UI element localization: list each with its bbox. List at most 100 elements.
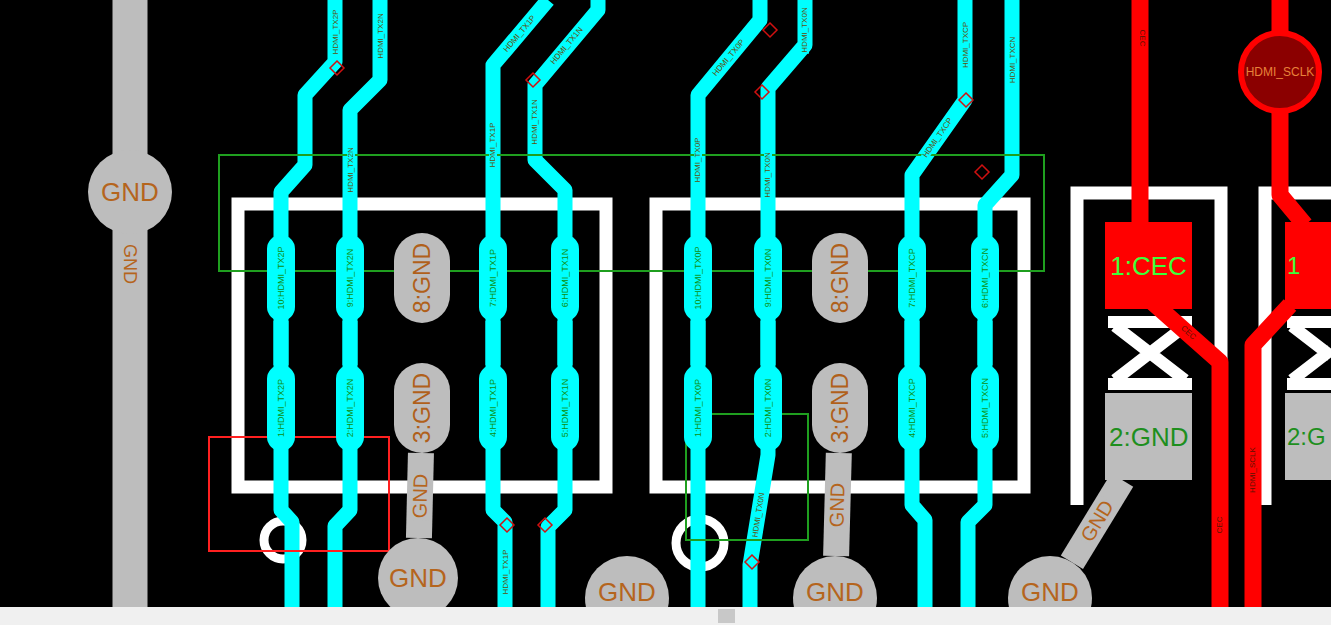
signal-pad: 10:HDMI_TX0P [684, 235, 712, 321]
pad-label: 6:HDMI_TXCN [981, 248, 990, 308]
copper-trace [761, 321, 776, 365]
signal-pad: 4:HDMI_TX1P [479, 365, 507, 451]
copper-trace [1072, 480, 1122, 562]
pad-label: 1:CEC [1110, 253, 1187, 279]
via-pad: GND [585, 556, 669, 607]
square-pad: 1 [1285, 222, 1331, 309]
scrollbar-thumb [718, 609, 735, 623]
via-marker [526, 73, 540, 87]
signal-pad: 2:HDMI_TX0N [754, 365, 782, 451]
signal-pad: 10:HDMI_TX2P [267, 235, 295, 321]
pad-label: GND [389, 565, 447, 591]
node-layer: GND HDMI_SCLK 10:HDMI_TX2P 9:HDMI_TX2N 8:GND… [0, 0, 1331, 607]
trace-net-label: HDMI_TXCP [962, 21, 970, 69]
square-pad: 2:G [1285, 393, 1331, 480]
pad-label: 8:GND [829, 243, 852, 313]
ground-pad: 3:GND [394, 363, 450, 453]
square-pad: 1:CEC [1105, 222, 1192, 309]
pad-label: 7:HDMI_TXCP [908, 248, 917, 308]
via-pad: GND [1008, 556, 1092, 607]
pad-label: 4:HDMI_TXCP [908, 378, 917, 438]
pad-label: 2:GND [1109, 424, 1188, 450]
trace-net-label: HDMI_SCLK [1249, 446, 1257, 494]
signal-pad: 4:HDMI_TXCP [898, 365, 926, 451]
pad-label: 6:HDMI_TX1N [561, 249, 570, 308]
copper-trace [274, 321, 289, 365]
via-marker [975, 165, 989, 179]
signal-pad: 9:HDMI_TX2N [336, 235, 364, 321]
pad-label: GND [1021, 579, 1079, 605]
trace-net-label: HDMI_TX0N [751, 491, 766, 539]
pad-label: GND [101, 179, 159, 205]
trace-net-label: HDMI_TX1P [502, 13, 538, 54]
via-marker [959, 93, 973, 107]
pad-label: 10:HDMI_TX2P [277, 246, 286, 309]
pad-label: 9:HDMI_TX0N [764, 249, 773, 308]
pad-label: 5:HDMI_TXCN [981, 378, 990, 438]
signal-pad: 7:HDMI_TX1P [479, 235, 507, 321]
via-pad: GND [88, 150, 172, 234]
pad-label: 9:HDMI_TX2N [346, 249, 355, 308]
trace-net-label: HDMI_TX0N [764, 151, 772, 198]
pad-label: 8:GND [411, 243, 434, 313]
pad-label: 2:G [1287, 425, 1326, 449]
pad-label: 2:HDMI_TX2N [346, 379, 355, 438]
signal-pad: 5:HDMI_TXCN [971, 365, 999, 451]
signal-pad: 9:HDMI_TX0N [754, 235, 782, 321]
signal-trace [535, 0, 598, 607]
signal-pad: 7:HDMI_TXCP [898, 235, 926, 321]
pad-label: 1:HDMI_TX2P [277, 379, 286, 437]
square-pad: 2:GND [1105, 393, 1192, 480]
signal-pad: 6:HDMI_TX1N [551, 235, 579, 321]
pad-label: 10:HDMI_TX0P [694, 246, 703, 309]
via-marker [500, 518, 514, 532]
ground-pad: 3:GND [812, 363, 868, 453]
trace-net-label: HDMI_TX1N [549, 25, 586, 66]
signal-pad: 2:HDMI_TX2N [336, 365, 364, 451]
pad-label: 2:HDMI_TX0N [764, 379, 773, 438]
pad-label: 5:HDMI_TX1N [561, 379, 570, 438]
via-marker [538, 518, 552, 532]
pad-label: GND [806, 579, 864, 605]
connector-outline [656, 204, 1024, 487]
pad-label: 1:HDMI_TX0P [694, 379, 703, 437]
pad-label: HDMI_SCLK [1246, 66, 1315, 78]
signal-pad: 6:HDMI_TXCN [971, 235, 999, 321]
trace-net-label: GND [1076, 495, 1118, 547]
trace-net-label: GND [827, 480, 848, 529]
connector-outline [1265, 193, 1331, 505]
signal-pad: 1:HDMI_TX2P [267, 365, 295, 451]
pad-label: GND [598, 579, 656, 605]
via-marker [745, 555, 759, 569]
ground-pad: 8:GND [394, 233, 450, 323]
signal-pad: 5:HDMI_TX1N [551, 365, 579, 451]
trace-net-label: HDMI_TXCN [1009, 36, 1017, 85]
via-pad: GND [378, 538, 458, 607]
pad-label: 3:GND [829, 373, 852, 443]
trace-net-label: HDMI_TXCP [921, 116, 955, 160]
via-marker [755, 85, 769, 99]
copper-trace [905, 321, 920, 365]
drc-marker-box [209, 437, 389, 551]
trace-net-label: HDMI_TX0P [711, 37, 747, 78]
copper-trace [691, 321, 706, 365]
trace-net-label: HDMI_TX2N [377, 12, 385, 59]
pad-label: 3:GND [411, 373, 434, 443]
trace-net-label: GND [409, 471, 430, 520]
trace-net-label: CEC [1138, 29, 1146, 48]
copper-trace [343, 321, 358, 365]
pad-label: 1 [1287, 254, 1300, 278]
trace-net-label: CEC [1216, 516, 1224, 535]
pad-label: 4:HDMI_TX1P [489, 379, 498, 437]
copper-trace [558, 321, 573, 365]
trace-net-label: HDMI_TX2N [347, 146, 355, 193]
via-marker [330, 61, 344, 75]
signal-trace [335, 0, 380, 607]
trace-net-label: HDMI_TX0P [694, 137, 702, 184]
copper-trace [486, 321, 501, 365]
signal-pad: 1:HDMI_TX0P [684, 365, 712, 451]
trace-net-label: HDMI_TX1N [531, 98, 539, 145]
signal-trace [750, 0, 805, 607]
